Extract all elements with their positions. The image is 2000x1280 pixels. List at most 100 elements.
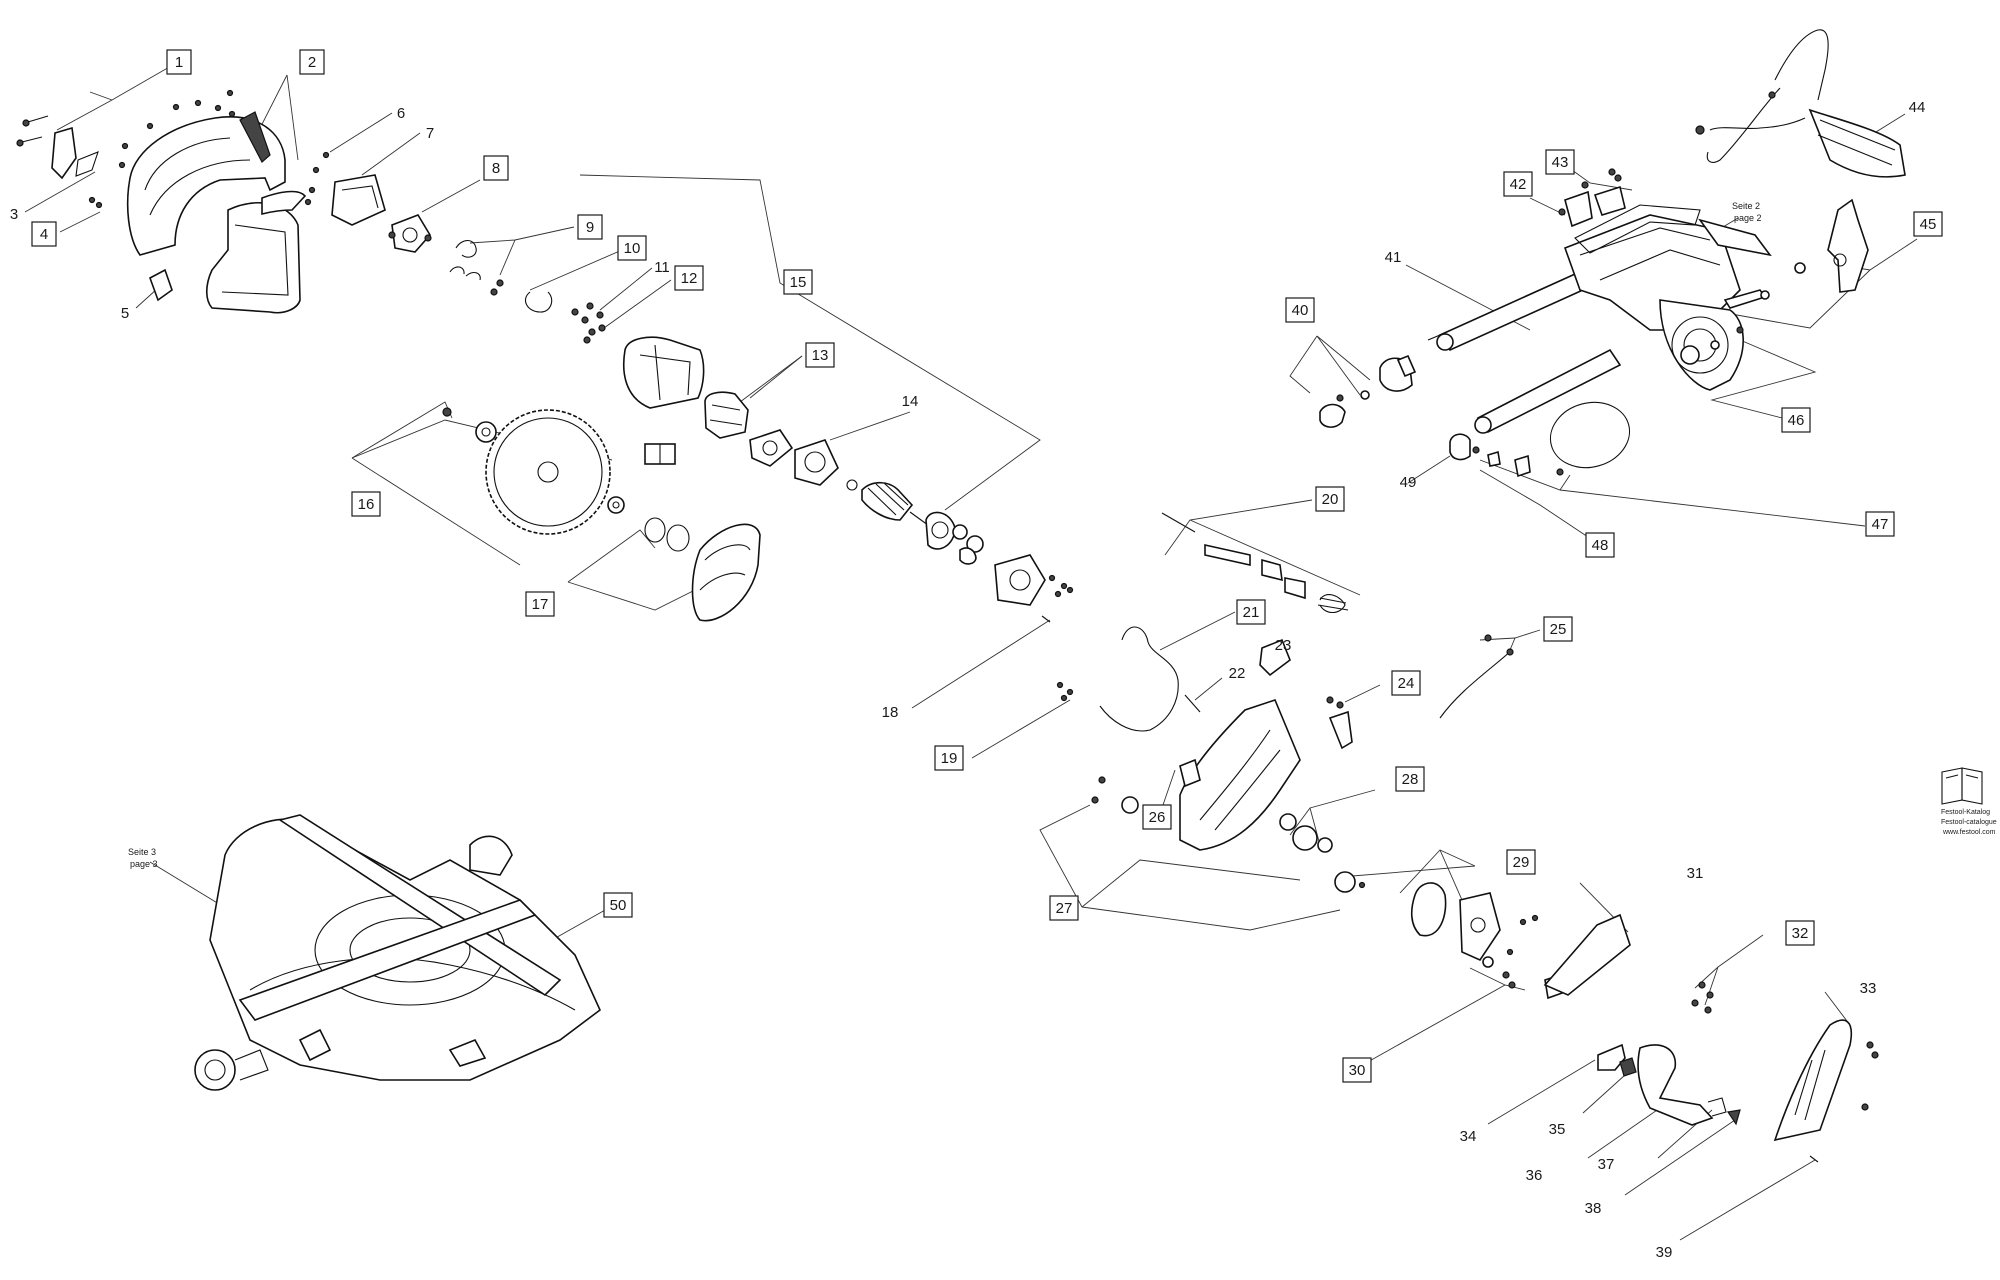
- svg-text:15: 15: [790, 274, 807, 291]
- label-13: 13: [805, 342, 835, 368]
- catalogue-line-1: Festool-Katalog: [1941, 809, 1990, 816]
- label-11: 11: [654, 259, 670, 276]
- svg-text:20: 20: [1322, 491, 1339, 508]
- label-26: 26: [1142, 804, 1172, 830]
- label-33: 33: [1860, 980, 1877, 997]
- part-50-base: [194, 814, 601, 1091]
- svg-text:13: 13: [812, 347, 829, 364]
- part-49-cap: [1449, 433, 1564, 478]
- svg-text:2: 2: [308, 54, 316, 71]
- svg-text:29: 29: [1513, 854, 1530, 871]
- label-34: 34: [1460, 1128, 1477, 1145]
- part-20-shaft-set: [1161, 512, 1349, 614]
- part-23-switch: [1259, 638, 1291, 677]
- page-references: Seite 2 page 2 Seite 3 page 3: [128, 201, 1762, 869]
- label-32: 32: [1785, 920, 1815, 946]
- label-35: 35: [1549, 1121, 1566, 1138]
- label-36: 36: [1526, 1167, 1543, 1184]
- part-2-upper-guard: [126, 116, 286, 256]
- label-31: 31: [1687, 865, 1704, 882]
- label-29: 29: [1506, 849, 1536, 875]
- part-41-slide-rails: [1427, 263, 1622, 434]
- label-17: 17: [525, 591, 555, 617]
- svg-text:47: 47: [1872, 516, 1889, 533]
- label-47: 47: [1865, 511, 1895, 537]
- svg-text:43: 43: [1552, 154, 1569, 171]
- screw-set-1: [16, 115, 49, 147]
- part-21-cable: [1099, 626, 1179, 732]
- label-44: 44: [1909, 99, 1926, 116]
- svg-text:4: 4: [40, 226, 48, 243]
- svg-text:30: 30: [1349, 1062, 1366, 1079]
- label-19: 19: [934, 745, 964, 771]
- label-41: 41: [1385, 249, 1402, 266]
- svg-text:40: 40: [1292, 302, 1309, 319]
- part-36-trigger: [1637, 1044, 1714, 1126]
- label-14: 14: [902, 393, 919, 410]
- svg-text:8: 8: [492, 160, 500, 177]
- reference-page-2-en: page 2: [1734, 213, 1762, 223]
- part-44-handle: [1695, 29, 1906, 178]
- svg-text:24: 24: [1398, 675, 1415, 692]
- label-45: 45: [1913, 211, 1943, 237]
- screw-set-11: [571, 302, 606, 344]
- svg-text:25: 25: [1550, 621, 1567, 638]
- svg-text:1: 1: [175, 54, 183, 71]
- catalogue-line-2: Festool-catalogue: [1941, 819, 1997, 826]
- reference-page-3-en: page 3: [130, 859, 158, 869]
- label-2: 2: [299, 49, 325, 75]
- label-4: 4: [31, 221, 57, 247]
- part-8-brush-holder: [388, 214, 432, 253]
- svg-text:28: 28: [1402, 771, 1419, 788]
- svg-text:27: 27: [1056, 900, 1073, 917]
- catalogue-book-icon: [1941, 767, 1983, 805]
- label-30: 30: [1342, 1057, 1372, 1083]
- part-46-ring: [1549, 401, 1631, 469]
- label-15: 15: [783, 269, 813, 295]
- label-40: 40: [1285, 297, 1315, 323]
- label-21: 21: [1236, 599, 1266, 625]
- svg-text:45: 45: [1920, 216, 1937, 233]
- label-6: 6: [397, 105, 405, 122]
- svg-text:12: 12: [681, 270, 698, 287]
- screw-set-2: [118, 89, 236, 169]
- part-24-bracket: [1328, 710, 1353, 750]
- label-24: 24: [1391, 670, 1421, 696]
- label-39: 39: [1656, 1244, 1673, 1261]
- label-38: 38: [1585, 1200, 1602, 1217]
- part-7-brush-cap: [331, 174, 386, 226]
- part-3-cap: [51, 126, 77, 180]
- part-15-motor-housing: [623, 336, 705, 409]
- label-8: 8: [483, 155, 509, 181]
- label-1: 1: [166, 49, 192, 75]
- part-31-lever: [1543, 913, 1631, 996]
- svg-text:46: 46: [1788, 412, 1805, 429]
- part-13-stator: [704, 391, 794, 467]
- label-3: 3: [10, 206, 18, 223]
- part-16-saw-blade: [442, 407, 676, 535]
- label-46: 46: [1781, 407, 1811, 433]
- svg-text:42: 42: [1510, 176, 1527, 193]
- svg-text:26: 26: [1149, 809, 1166, 826]
- part-33-grip: [1773, 1019, 1852, 1142]
- part-5-nut: [149, 268, 173, 302]
- label-5: 5: [121, 305, 129, 322]
- catalogue-note: Festool-Katalog Festool-catalogue www.fe…: [1941, 809, 1997, 836]
- label-22: 22: [1229, 665, 1246, 682]
- label-49: 49: [1400, 474, 1417, 491]
- reference-page-2-de: Seite 2: [1732, 201, 1760, 211]
- part-15-armature: [846, 479, 984, 565]
- part-15-gearbox-plate: [994, 554, 1074, 606]
- label-42: 42: [1503, 171, 1533, 197]
- leader-lines: [24, 61, 1918, 1241]
- part-28-gears: [1279, 813, 1366, 893]
- label-25: 25: [1543, 616, 1573, 642]
- svg-text:17: 17: [532, 596, 549, 613]
- label-16: 16: [351, 491, 381, 517]
- label-50: 50: [603, 892, 633, 918]
- part-45-arm: [1723, 198, 1869, 309]
- part-27-handle-body: [1091, 699, 1301, 851]
- svg-text:19: 19: [941, 750, 958, 767]
- part-17-lower-guard: [644, 517, 761, 622]
- label-9: 9: [577, 214, 603, 240]
